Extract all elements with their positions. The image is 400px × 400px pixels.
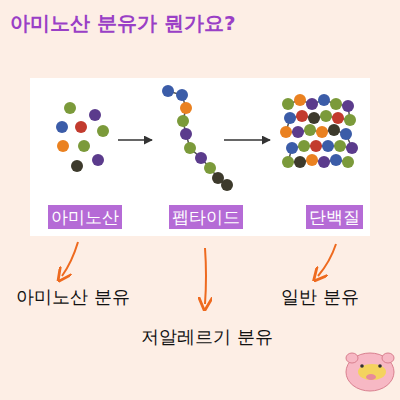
mascot [346, 353, 394, 391]
bead [298, 140, 310, 152]
label-box: 아미노산 [48, 205, 122, 229]
bead [328, 124, 340, 136]
bead [221, 179, 233, 191]
bead [306, 98, 318, 110]
bead [204, 162, 216, 174]
bead [308, 112, 320, 124]
step-arrow [224, 139, 270, 141]
title: 아미노산 분유가 뭔가요? [10, 10, 236, 37]
bead [56, 121, 68, 133]
bead [310, 140, 322, 152]
bead [346, 142, 358, 154]
bead [340, 128, 352, 140]
panel [30, 78, 370, 236]
bead [162, 85, 174, 97]
bead [332, 112, 344, 124]
bead [330, 98, 342, 110]
bead [78, 140, 90, 152]
label-box: 펩타이드 [169, 205, 243, 229]
bead [75, 121, 87, 133]
bead [320, 110, 332, 122]
peptide-chain [168, 91, 227, 185]
bead [92, 154, 104, 166]
bead [318, 156, 330, 168]
bead [294, 156, 306, 168]
bead [292, 126, 304, 138]
bead [334, 140, 346, 152]
bead [316, 126, 328, 138]
bead [296, 110, 308, 122]
leader-arrow [62, 242, 78, 276]
leader-arrow [318, 244, 336, 276]
bead [176, 89, 188, 101]
result-label: 일반 분유 [281, 285, 359, 309]
bead [318, 94, 330, 106]
bead [282, 98, 294, 110]
bead [180, 128, 192, 140]
bead [342, 156, 354, 168]
label-text: 펩타이드 [172, 207, 240, 227]
step-arrow [118, 139, 152, 141]
bead [306, 154, 318, 166]
label-text: 아미노산 [51, 207, 119, 227]
bead [89, 109, 101, 121]
label-text: 단백질 [309, 207, 360, 227]
bead [284, 112, 296, 124]
bead [280, 126, 292, 138]
bead [344, 114, 356, 126]
bead [322, 140, 334, 152]
bead [97, 125, 109, 137]
bead [286, 142, 298, 154]
bead [184, 142, 196, 154]
result-label: 저알레르기 분유 [141, 325, 273, 349]
bead [195, 152, 207, 164]
protein-chain [286, 100, 352, 162]
bead [177, 115, 189, 127]
bead [180, 102, 192, 114]
bead [64, 102, 76, 114]
bead [304, 124, 316, 136]
bead [71, 160, 83, 172]
bead [57, 140, 69, 152]
bead [282, 156, 294, 168]
leader-arrow [205, 248, 206, 304]
result-label: 아미노산 분유 [16, 285, 130, 309]
bead [294, 94, 306, 106]
bead [342, 100, 354, 112]
label-box: 단백질 [306, 205, 363, 229]
bead [330, 154, 342, 166]
